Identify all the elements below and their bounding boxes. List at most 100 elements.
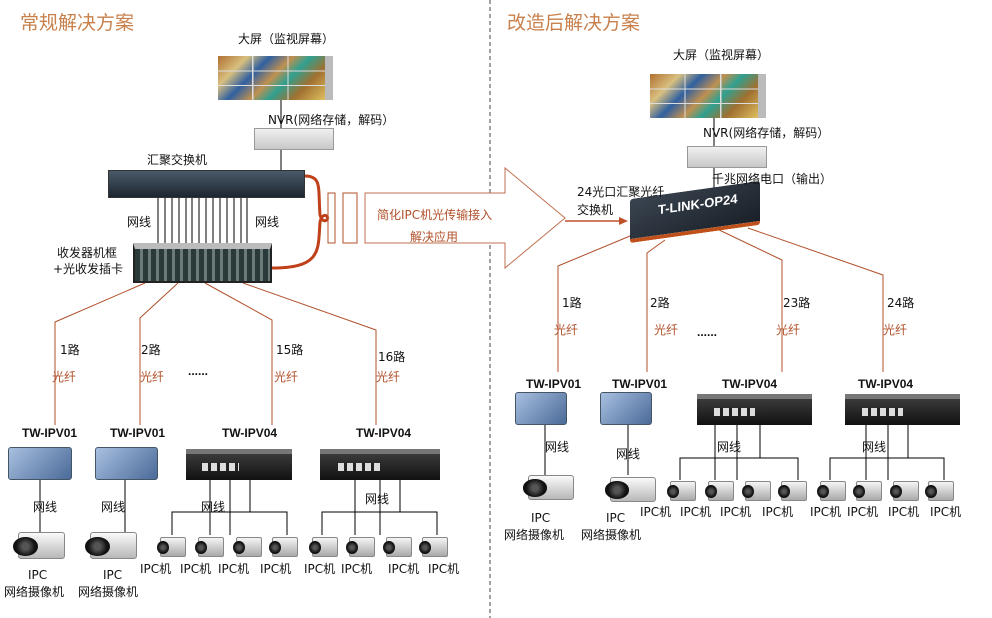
ipc-small-label: IPC机	[720, 505, 752, 519]
camera-lens-icon	[778, 484, 790, 499]
monitor-wall	[218, 56, 333, 100]
camera-lens-icon	[667, 484, 679, 499]
ip-camera	[742, 481, 771, 501]
ipc-small-label: IPC机	[304, 562, 336, 576]
ip-camera	[309, 537, 338, 557]
cable-label: 网线	[365, 492, 390, 506]
route-label: 16路	[378, 350, 406, 364]
ip-camera	[705, 481, 734, 501]
cable-label: 网线	[862, 440, 887, 454]
ipc-label: IPC	[606, 511, 626, 525]
poe-switch	[320, 449, 440, 480]
switch-label: 汇聚交换机	[147, 153, 208, 167]
output-label: 千兆网络电口（输出）	[712, 172, 833, 186]
ellipsis: ......	[188, 364, 209, 378]
cable-label: 网线	[717, 440, 742, 454]
ip-camera	[523, 475, 574, 500]
ipc-small-label: IPC机	[847, 505, 879, 519]
ip-camera	[195, 537, 224, 557]
fiber-label: 光纤	[274, 370, 299, 384]
ipc-desc: 网络摄像机	[4, 585, 65, 599]
section-title: 常规解决方案	[20, 12, 135, 34]
bracket-box	[327, 192, 336, 244]
camera-lens-icon	[419, 540, 431, 555]
route-label: 24路	[887, 296, 915, 310]
cable-label: 网线	[33, 500, 58, 514]
ipc-small-label: IPC机	[640, 505, 672, 519]
ip-camera	[269, 537, 298, 557]
chassis-label: 收发器机框	[57, 246, 118, 260]
camera-lens-icon	[853, 484, 865, 499]
ipc-desc: 网络摄像机	[581, 528, 642, 542]
camera-lens-icon	[309, 540, 321, 555]
ip-camera	[853, 481, 882, 501]
ipc-desc: 网络摄像机	[504, 528, 565, 542]
chassis-label: +光收发插卡	[53, 262, 124, 276]
media-converter	[600, 392, 652, 425]
fiber-label: 光纤	[554, 323, 579, 337]
fiber-label: 光纤	[776, 323, 801, 337]
screen-label: 大屏（监视屏幕）	[238, 32, 335, 46]
arrow-text: 解决应用	[410, 230, 459, 244]
fiber-label: 光纤	[376, 370, 401, 384]
poe-switch	[186, 449, 292, 480]
nvr-label: NVR(网络存储，解码）	[703, 126, 830, 140]
ipc-desc: 网络摄像机	[78, 585, 139, 599]
switch-model-label: T-LINK-OP24	[658, 191, 738, 218]
route-label: 23路	[783, 296, 811, 310]
ellipsis: ......	[697, 325, 718, 339]
camera-lens-icon	[269, 540, 281, 555]
cable-label: 网线	[616, 447, 641, 461]
camera-lens-icon	[157, 540, 169, 555]
camera-lens-icon	[605, 481, 630, 499]
fiber-label: 光纤	[654, 323, 679, 337]
right-fiber-lines	[557, 227, 884, 372]
ipc-small-label: IPC机	[810, 505, 842, 519]
ip-camera	[419, 537, 448, 557]
ip-camera	[85, 532, 137, 559]
ipc-label: IPC	[28, 568, 48, 582]
ipc-small-label: IPC机	[180, 562, 212, 576]
nvr-device	[687, 146, 767, 168]
ipc-small-label: IPC机	[762, 505, 794, 519]
ipc-small-label: IPC机	[218, 562, 250, 576]
ip-camera	[233, 537, 262, 557]
cable-label: 网线	[201, 500, 226, 514]
camera-lens-icon	[890, 484, 902, 499]
route-label: 1路	[60, 343, 80, 357]
media-converter	[95, 447, 158, 480]
arrow-head	[619, 217, 628, 225]
media-converter	[8, 447, 72, 480]
ipc-label: IPC	[103, 568, 123, 582]
ipc-small-label: IPC机	[428, 562, 460, 576]
switch-label: 交换机	[577, 203, 614, 217]
ip-camera	[605, 477, 656, 502]
device-label: TW-IPV01	[110, 426, 166, 440]
monitor-wall	[650, 74, 766, 118]
device-label: TW-IPV01	[22, 426, 78, 440]
ip-camera	[778, 481, 807, 501]
device-label: TW-IPV04	[858, 377, 914, 391]
left-ethernet-lines	[39, 100, 438, 535]
camera-lens-icon	[742, 484, 754, 499]
nvr-label: NVR(网络存储，解码）	[268, 113, 395, 127]
section-title: 改造后解决方案	[507, 12, 641, 34]
poe-switch	[845, 394, 960, 425]
camera-lens-icon	[346, 540, 358, 555]
ipc-small-label: IPC机	[260, 562, 292, 576]
ipc-small-label: IPC机	[930, 505, 962, 519]
aggregation-switch	[108, 170, 305, 198]
ipc-small-label: IPC机	[888, 505, 920, 519]
fiber-label: 光纤	[52, 370, 77, 384]
device-label: TW-IPV04	[222, 426, 278, 440]
camera-lens-icon	[85, 536, 110, 556]
arrow-text: 简化IPC机光传输接入	[377, 208, 493, 222]
camera-lens-icon	[383, 540, 395, 555]
ipc-label: IPC	[531, 511, 551, 525]
fiber-label: 光纤	[883, 323, 908, 337]
switch-label: 24光口汇聚光纤	[577, 185, 665, 199]
ip-camera	[667, 481, 696, 501]
ipc-small-label: IPC机	[341, 562, 373, 576]
camera-lens-icon	[13, 536, 38, 556]
